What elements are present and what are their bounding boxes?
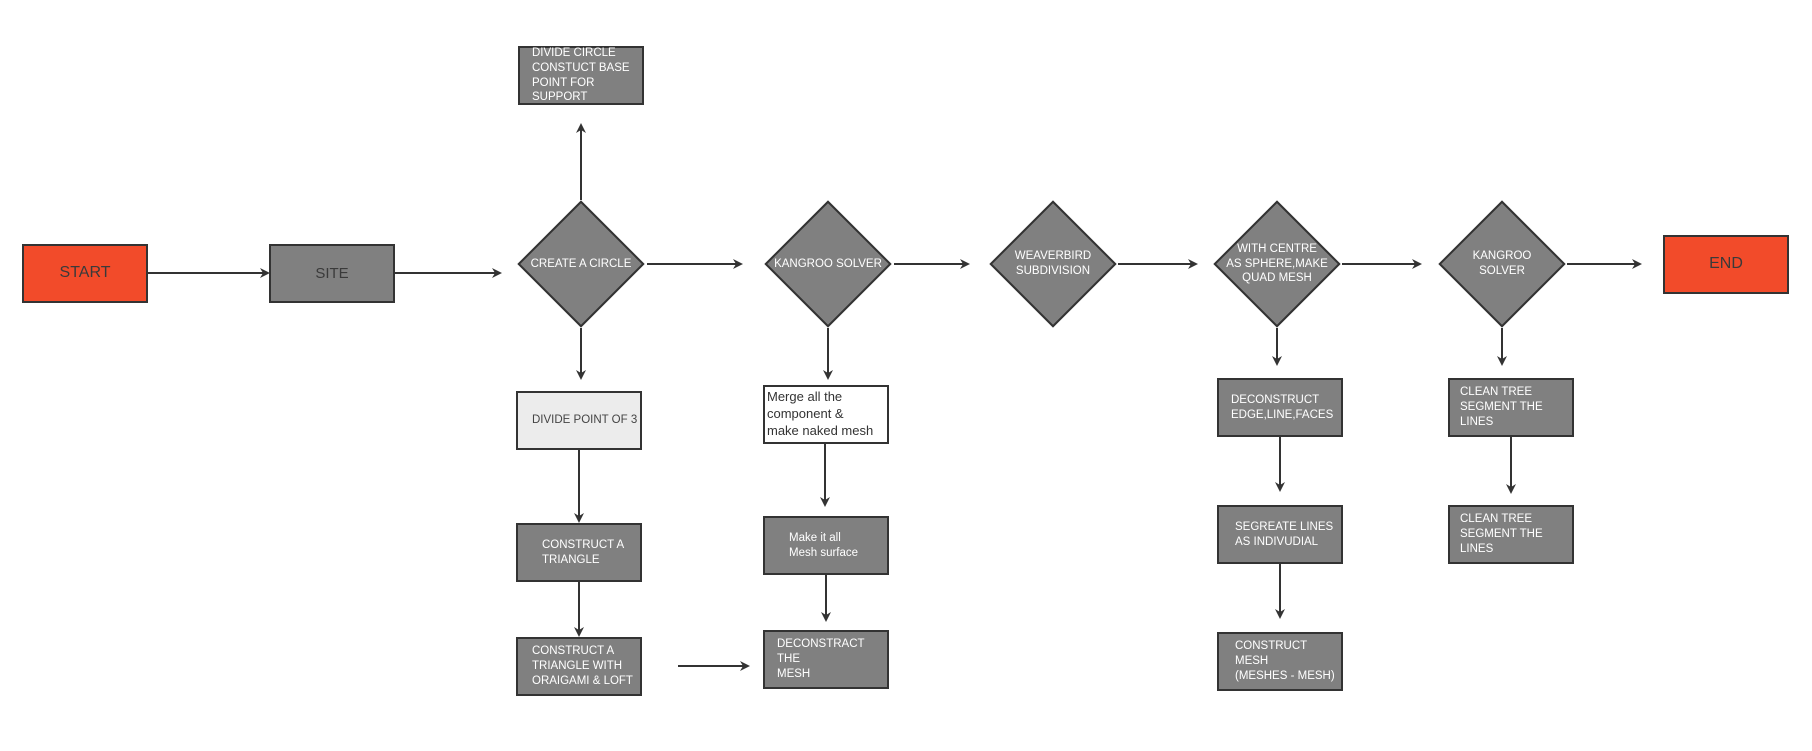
decision-sphere-quad-mesh: WITH CENTRE AS SPHERE,MAKE QUAD MESH [1213,200,1341,328]
box-label: CONSTRUCT A TRIANGLE [542,538,625,566]
box-construct-triangle-loft: CONSTRUCT A TRIANGLE WITH ORAIGAMI & LOF… [516,637,642,696]
box-label: DIVIDE CIRCLE CONSTUCT BASE POINT FOR SU… [532,46,630,104]
start-node: START [22,244,148,303]
decision-label: CREATE A CIRCLE [530,257,632,270]
box-label: SEGREATE LINES AS INDIVUDIAL [1235,520,1334,548]
decision-label: WITH CENTRE AS SPHERE,MAKE QUAD MESH [1226,242,1328,285]
box-label: CONSTRUCT MESH (MESHES - MESH) [1235,640,1335,682]
box-label: DECONSTRACT THE MESH [777,638,865,680]
box-label: DIVIDE POINT OF 3 [532,414,638,427]
box-clean-tree-1: CLEAN TREE SEGMENT THE LINES [1448,378,1574,437]
decision-label: KANGROO SOLVER [1472,250,1532,277]
box-clean-tree-2: CLEAN TREE SEGMENT THE LINES [1448,505,1574,564]
start-label: START [59,264,111,282]
decision-kangroo-solver-1: KANGROO SOLVER [764,200,892,328]
decision-weaverbird-subdivision: WEAVERBIRD SUBDIVISION [989,200,1117,328]
box-merge-component: Merge all the component & make naked mes… [763,385,889,444]
decision-kangroo-solver-2: KANGROO SOLVER [1438,200,1566,328]
box-label: Make it all Mesh surface [789,531,859,559]
end-label: END [1709,255,1743,273]
box-deconstract-mesh: DECONSTRACT THE MESH [763,630,889,689]
decision-label: KANGROO SOLVER [774,257,882,270]
box-divide-point: DIVIDE POINT OF 3 [516,391,642,450]
decision-label: WEAVERBIRD SUBDIVISION [1014,250,1092,277]
site-node: SITE [269,244,395,303]
site-label: SITE [315,264,349,282]
box-segreate-lines: SEGREATE LINES AS INDIVUDIAL [1217,505,1343,564]
decision-create-circle: CREATE A CIRCLE [517,200,645,328]
box-label: CLEAN TREE SEGMENT THE LINES [1460,386,1543,428]
end-node: END [1663,235,1789,294]
box-label: Merge all the component & make naked mes… [767,389,874,438]
box-deconstruct-edge: DECONSTRUCT EDGE,LINE,FACES [1217,378,1343,437]
box-label: CONSTRUCT A TRIANGLE WITH ORAIGAMI & LOF… [532,645,633,687]
box-construct-mesh: CONSTRUCT MESH (MESHES - MESH) [1217,632,1343,691]
box-label: CLEAN TREE SEGMENT THE LINES [1460,513,1543,555]
box-label: DECONSTRUCT EDGE,LINE,FACES [1231,393,1334,421]
box-divide-circle: DIVIDE CIRCLE CONSTUCT BASE POINT FOR SU… [518,46,644,105]
box-construct-triangle: CONSTRUCT A TRIANGLE [516,523,642,582]
box-mesh-surface: Make it all Mesh surface [763,516,889,575]
